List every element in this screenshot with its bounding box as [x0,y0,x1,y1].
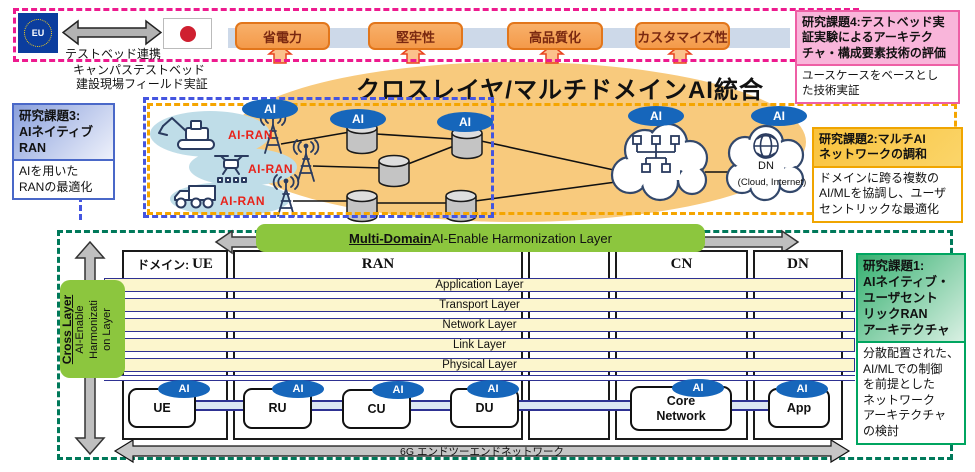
domain-prefix-label: ドメイン: [137,257,190,272]
node-app-label: App [786,400,812,415]
domain-header-dn: DN [787,255,809,272]
ai-badge-ru: AI [272,380,324,398]
ai-badge-dn-cloud: AI [751,106,807,126]
ai-ran-label-2: AI-RAN [248,162,293,176]
layer-application: Application Layer [104,278,855,292]
topic3-body: AIを用いた RANの最適化 [14,159,113,199]
topic1-box: 研究課題1: AIネイティブ・ ユーザセント リックRAN アーキテクチャ 分散… [856,253,966,445]
excavator-icon [158,117,215,150]
ai-badge-core: AI [672,379,724,397]
testbed-note-campus: キャンパステストベッド [73,63,206,77]
topic3-dashed-frame [143,97,494,218]
node-core-label: Core Network [656,394,706,423]
harmonization-bar: Multi-Domain AI-Enable Harmonization Lay… [256,224,705,252]
eu-flag-label: EU [31,28,45,38]
topic3-box: 研究課題3: AIネイティブ RAN AIを用いた RANの最適化 [12,103,115,201]
layer-network: Network Layer [104,318,855,332]
node-ru-label: RU [268,401,287,416]
japan-sun-icon [179,25,196,42]
domain-header-cn: CN [670,255,693,272]
domain-header-ue: ドメイン: UE [124,255,226,273]
domain-header-gap [530,255,608,273]
ai-badge-du: AI [467,380,519,398]
ai-ran-label-1: AI-RAN [228,128,273,142]
ai-badge-ue: AI [158,380,210,398]
testbed-note-field: 建設現場フィールド実証 [76,77,208,91]
cross-layer-block: Cross Layer AI-Enable Harmonizati on Lay… [60,280,125,378]
node-ue-label: UE [153,400,171,415]
topic4-body: ユースケースをベースとし た技術実証 [797,64,958,102]
harmonization-bar-strong: Multi-Domain [349,230,432,246]
ai-badge-app: AI [776,380,828,398]
topic4-title: 研究課題4:テストベッド実 証実験によるアーキテク チャ・構成要素技術の評価 [797,12,958,65]
layer-link: Link Layer [104,338,855,352]
node-du-label: DU [475,400,494,415]
eu-flag: EU [18,13,58,53]
drone-icon [214,155,249,183]
dn-cloud-sub: (Cloud, Internet) [737,177,807,188]
node-cu-label: CU [367,401,386,416]
chip-customizability: カスタマイズ性 [635,22,730,50]
globe-icon [753,133,779,159]
ai-badge-node-2: AI [437,112,493,132]
ai-ran-label-3: AI-RAN [220,194,265,208]
japan-flag [163,18,212,49]
ai-badge-node-1: AI [330,109,386,129]
truck-icon [174,185,216,209]
topic1-title: 研究課題1: AIネイティブ・ ユーザセント リックRAN アーキテクチャ [858,255,964,341]
ai-badge-ran-tower: AI [242,99,298,119]
ai-badge-cu: AI [372,381,424,399]
testbed-link-arrow [62,19,162,46]
chip-power-saving: 省電力 [235,22,330,50]
cross-layer-title: Cross Layer [60,294,74,365]
topic4-box: 研究課題4:テストベッド実 証実験によるアーキテク チャ・構成要素技術の評価 ユ… [795,10,960,104]
topic3-title: 研究課題3: AIネイティブ RAN [14,105,113,159]
topic3-connector [79,196,82,220]
chip-high-quality: 高品質化 [507,22,603,50]
dn-cloud-name: DN [758,160,774,172]
topic1-body: 分散配置された、 AI/MLでの制御 を前提とした ネットワーク アーキテクチャ… [858,341,964,443]
harmonization-bar-rest: AI-Enable Harmonization Layer [431,230,612,246]
layer-transport: Transport Layer [104,298,855,312]
topic2-box: 研究課題2:マルチAI ネットワークの調和 ドメインに跨る複数の AI/MLを協… [812,127,963,223]
domain-name-ue: UE [192,255,213,272]
e2e-arrow [113,438,851,464]
eu-stars-ring [24,19,52,47]
chip-robustness: 堅牢性 [368,22,463,50]
cross-layer-subtitle: AI-Enable Harmonizati on Layer [74,300,113,359]
topic2-body: ドメインに跨る複数の AI/MLを協調し、ユーザ セントリックな最適化 [814,165,961,221]
topic2-title: 研究課題2:マルチAI ネットワークの調和 [814,129,961,166]
testbed-link-label: テストベッド連携 [64,47,161,61]
ai-badge-core-cloud: AI [628,106,684,126]
domain-header-ran: RAN [361,255,395,272]
e2e-arrow-label: 6G エンドツーエンドネットワーク [400,446,564,458]
layer-baseline-strip [104,375,855,381]
network-tree-icon [632,135,680,173]
layer-physical: Physical Layer [104,358,855,372]
